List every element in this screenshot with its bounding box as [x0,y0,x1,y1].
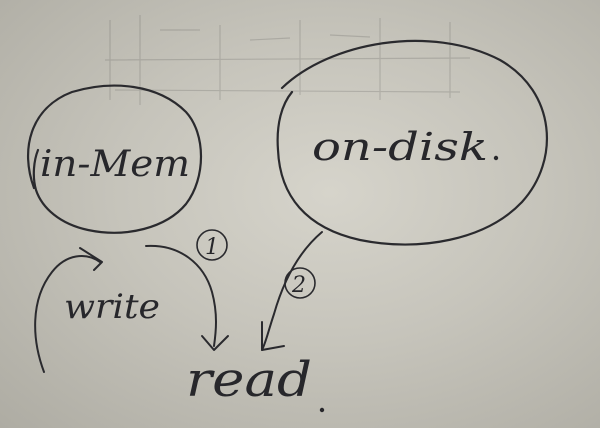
on-disk-period [493,155,499,161]
write-loop-arrow [34,255,101,373]
step-1-marker [196,229,228,261]
step-2-marker [284,267,316,299]
in-mem-label: in-Mem [40,144,190,185]
write-arrowhead [79,247,103,271]
in-mem-circle [27,84,202,234]
on-disk-label: on-disk [312,125,488,169]
on-disk-ellipse [276,39,549,246]
step-1-label: 1 [205,235,219,260]
write-label: write [64,287,160,327]
read-period [319,407,325,413]
step-2-label: 2 [291,273,306,298]
arrow-step-1-head [201,335,229,351]
arrow-step-2 [261,231,323,351]
arrow-step-1 [145,244,217,347]
arrow-step-2-head [261,321,285,351]
read-label: read [186,352,312,408]
paper-bleed-through [104,15,471,105]
